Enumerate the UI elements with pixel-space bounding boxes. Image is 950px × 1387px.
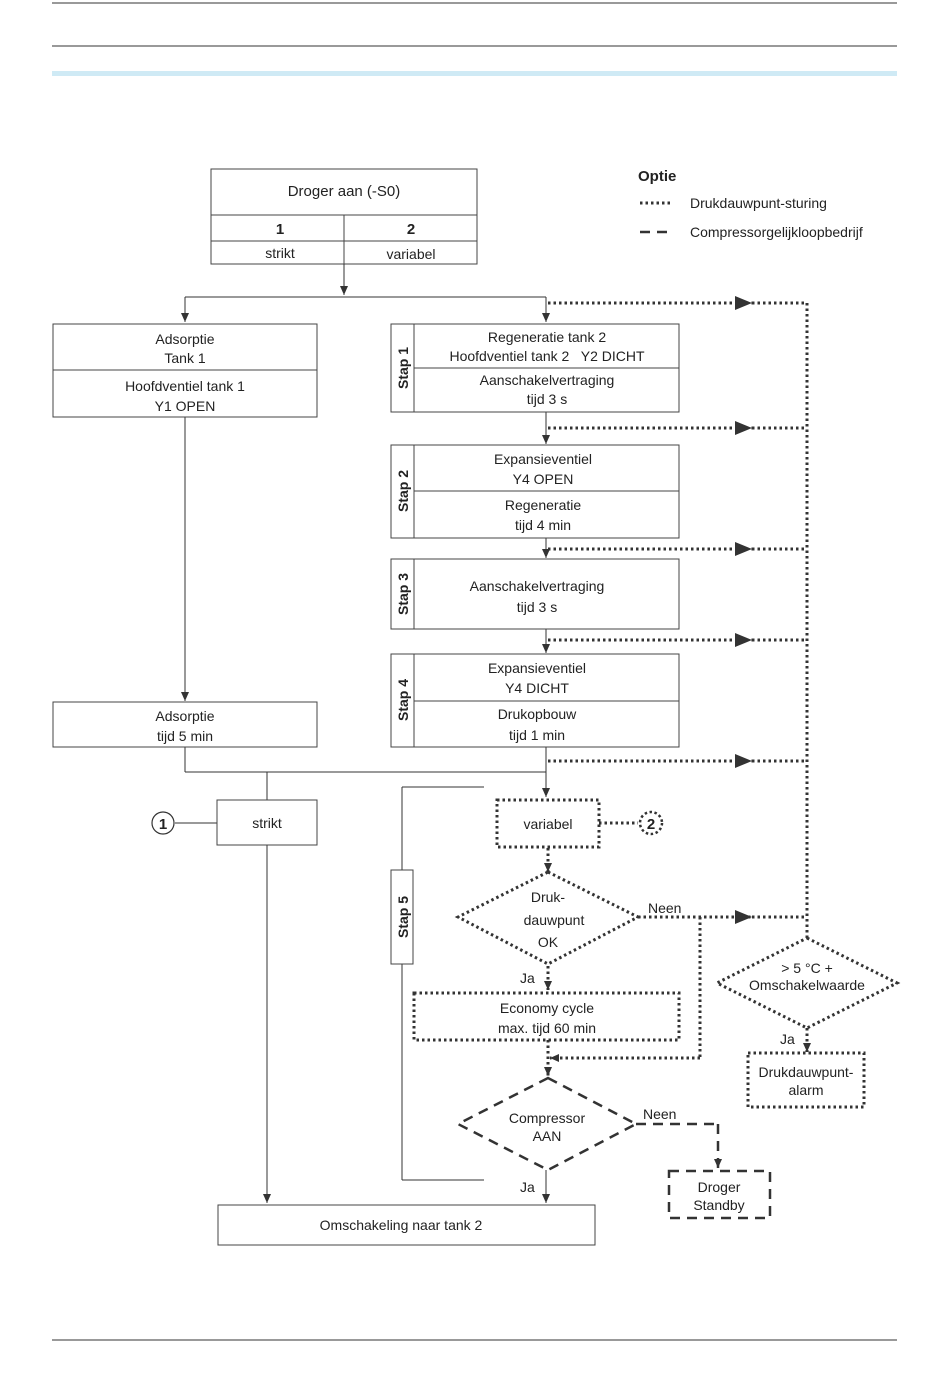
- step-1-bottom-line2: tijd 3 s: [527, 391, 567, 407]
- marker-1-number: 1: [159, 816, 167, 833]
- start-box: Droger aan (-S0) 1 2 strikt variabel: [210, 168, 478, 265]
- step-3-line2: tijd 3 s: [517, 599, 557, 615]
- dotted-option-paths: [544, 296, 811, 1076]
- step-1-label: Stap 1: [395, 347, 411, 389]
- compressor-line2: AAN: [533, 1128, 562, 1144]
- variabel-branch: variabel 2: [495, 798, 664, 849]
- threshold-yes-label: Ja: [780, 1031, 795, 1047]
- dewpoint-decision: Druk- dauwpunt OK Neen Ja: [454, 870, 681, 986]
- adsorptie-tank1-line1: Adsorptie: [155, 331, 214, 347]
- legend: Optie Drukdauwpunt-sturing Compressorgel…: [638, 168, 863, 240]
- compressor-decision: Compressor AAN Neen Ja: [455, 1076, 676, 1195]
- step-2: Stap 2 Expansieventiel Y4 OPEN Regenerat…: [390, 444, 680, 539]
- step-2-label: Stap 2: [395, 470, 411, 512]
- step-5-label: Stap 5: [395, 896, 411, 938]
- start-box-col1-label: strikt: [265, 245, 295, 261]
- step-4-top-line1: Expansieventiel: [488, 660, 586, 676]
- legend-dashed-label: Compressorgelijkloopbedrijf: [690, 224, 863, 240]
- standby-line1: Droger: [698, 1179, 741, 1195]
- adsorptie-tank1-box: Adsorptie Tank 1 Hoofdventiel tank 1 Y1 …: [52, 323, 318, 418]
- alarm-line2: alarm: [788, 1082, 823, 1098]
- marker-1: [151, 811, 175, 835]
- step-5: Stap 5: [390, 869, 414, 965]
- dewpoint-line2: dauwpunt: [524, 912, 585, 928]
- step-4: Stap 4 Expansieventiel Y4 DICHT Drukopbo…: [390, 653, 680, 748]
- step-4-bottom-line1: Drukopbouw: [498, 706, 577, 722]
- dewpoint-line3: OK: [538, 934, 559, 950]
- step-1: Stap 1 Regeneratie tank 2 Hoofdventiel t…: [390, 323, 680, 413]
- legend-dotted-label: Drukdauwpunt-sturing: [690, 195, 827, 211]
- threshold-decision: > 5 °C + Omschakelwaarde Ja: [713, 936, 901, 1047]
- step-4-top-line2: Y4 DICHT: [505, 680, 569, 696]
- switch-to-tank2-box: Omschakeling naar tank 2: [217, 1204, 596, 1246]
- dashed-option-paths: [636, 1122, 722, 1168]
- step-3-label: Stap 3: [395, 573, 411, 615]
- step-4-bottom-line2: tijd 1 min: [509, 727, 565, 743]
- connector-lines: [175, 264, 550, 1203]
- step-1-bottom-line1: Aanschakelvertraging: [480, 372, 615, 388]
- marker-2: [638, 810, 664, 836]
- start-box-col2-label: variabel: [386, 246, 435, 262]
- step-3: Stap 3 Aanschakelvertraging tijd 3 s: [390, 558, 680, 630]
- threshold-line1: > 5 °C +: [781, 960, 833, 976]
- dewpoint-alarm-box: Drukdauwpunt- alarm: [746, 1051, 866, 1109]
- alarm-line1: Drukdauwpunt-: [759, 1064, 854, 1080]
- strikt-branch: 1 strikt: [151, 799, 318, 846]
- economy-line2: max. tijd 60 min: [498, 1020, 596, 1036]
- adsorptie-tank1-line2: Tank 1: [164, 350, 205, 366]
- start-box-title: Droger aan (-S0): [288, 183, 401, 200]
- variabel-box: [495, 798, 601, 849]
- switch-label: Omschakeling naar tank 2: [320, 1217, 483, 1233]
- step-1-top-line1: Regeneratie tank 2: [488, 329, 607, 345]
- legend-title: Optie: [638, 168, 676, 185]
- compressor-no-label: Neen: [643, 1106, 676, 1122]
- dryer-standby-box: Droger Standby: [667, 1169, 772, 1220]
- hoofdventiel-line2: Y1 OPEN: [155, 398, 216, 414]
- step-4-label: Stap 4: [395, 679, 411, 721]
- dewpoint-yes-label: Ja: [520, 970, 535, 986]
- hoofdventiel-line1: Hoofdventiel tank 1: [125, 378, 245, 394]
- compressor-line1: Compressor: [509, 1110, 586, 1126]
- adsorptie-time-line1: Adsorptie: [155, 708, 214, 724]
- dewpoint-line1: Druk-: [531, 889, 566, 905]
- economy-cycle-box: Economy cycle max. tijd 60 min: [412, 991, 681, 1042]
- variabel-label: variabel: [523, 816, 572, 832]
- strikt-label: strikt: [252, 815, 282, 831]
- header-accent-bar: [52, 71, 897, 76]
- start-box-col2-number: 2: [407, 221, 415, 238]
- dewpoint-no-label: Neen: [648, 900, 681, 916]
- adsorptie-time-box: Adsorptie tijd 5 min: [52, 701, 318, 748]
- step-1-top-line2: Hoofdventiel tank 2 Y2 DICHT: [449, 348, 645, 364]
- step-2-bottom-line2: tijd 4 min: [515, 517, 571, 533]
- strikt-box: [216, 799, 318, 846]
- economy-line1: Economy cycle: [500, 1000, 594, 1016]
- adsorptie-time-line2: tijd 5 min: [157, 728, 213, 744]
- standby-line2: Standby: [693, 1197, 744, 1213]
- compressor-yes-label: Ja: [520, 1179, 535, 1195]
- step-2-top-line2: Y4 OPEN: [513, 471, 574, 487]
- step-3-line1: Aanschakelvertraging: [470, 578, 605, 594]
- step-2-bottom-line1: Regeneratie: [505, 497, 581, 513]
- threshold-line2: Omschakelwaarde: [749, 977, 865, 993]
- marker-2-number: 2: [647, 816, 655, 833]
- start-box-col1-number: 1: [276, 221, 284, 238]
- step-2-top-line1: Expansieventiel: [494, 451, 592, 467]
